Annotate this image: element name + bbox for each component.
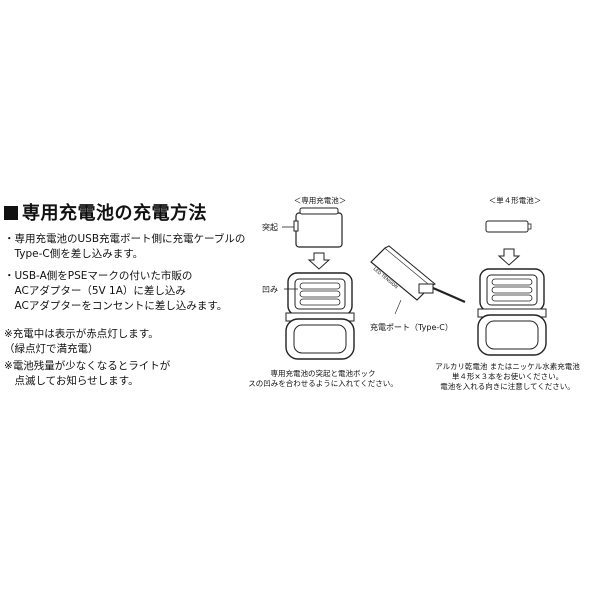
headlamp-battery-box-icon (285, 272, 355, 360)
fig1-caption: 専用充電池の突起と電池ボック スの凹みを合わせるように入れてください。 (248, 369, 398, 389)
note-2: ※電池残量が少なくなるとライトが 点滅してお知らせします。 (4, 359, 170, 389)
headlamp-battery-box-icon (477, 268, 547, 356)
fig1-caption-line-1: 専用充電池の突起と電池ボック (270, 369, 376, 378)
battery-with-cable-icon (370, 245, 466, 304)
fig1-caption-line-2: スの凹みを合わせるように入れてください。 (248, 379, 398, 388)
page-title: 専用充電池の充電方法 (4, 199, 207, 225)
down-arrow-icon (307, 252, 331, 270)
label-charging-port: 充電ポート（Type-C） (370, 323, 453, 332)
fig3-caption: アルカリ乾電池 またはニッケル水素充電池 単４形×３本をお使いください。 電池を… (425, 362, 590, 392)
bullet-2: ・USB-A側をPSEマークの付いた市販の ACアダプター（5V 1A）に差し込… (4, 269, 227, 314)
dedicated-battery-icon (293, 207, 343, 248)
bullet-2-line-2: ACアダプター（5V 1A）に差し込み (4, 285, 186, 297)
bullet-2-line-1: ・USB-A側をPSEマークの付いた市販の (4, 270, 193, 282)
bullet-1-line-1: ・専用充電池のUSB充電ポート側に充電ケーブルの (4, 233, 246, 245)
square-bullet-icon (4, 206, 18, 220)
bullet-1: ・専用充電池のUSB充電ポート側に充電ケーブルの Type-C側を差し込みます。 (4, 232, 245, 262)
label-notch: 凹み (262, 285, 278, 294)
note-1: ※充電中は表示が赤点灯します。 （緑点灯で満充電） (4, 327, 159, 357)
bullet-2-line-3: ACアダプターをコンセントに差し込みます。 (4, 300, 228, 312)
fig3-caption-line-2: 単４形×３本をお使いください。 (451, 372, 564, 381)
note-1-line-2: （緑点灯で満充電） (4, 343, 99, 355)
fig1-header: ＜専用充電池＞ (293, 196, 347, 205)
fig3-caption-line-3: 電池を入れる向きに注意してください。 (440, 382, 575, 391)
fig1-illustration (282, 207, 355, 360)
title-text: 専用充電池の充電方法 (22, 203, 207, 224)
bullet-1-line-2: Type-C側を差し込みます。 (4, 248, 144, 260)
note-1-line-1: ※充電中は表示が赤点灯します。 (4, 328, 159, 340)
fig3-illustration (477, 220, 547, 356)
aaa-battery-icon (485, 220, 532, 233)
fig2-illustration (370, 245, 466, 315)
down-arrow-icon (497, 248, 521, 266)
label-bump: 突起 (262, 223, 278, 232)
fig3-caption-line-1: アルカリ乾電池 またはニッケル水素充電池 (435, 362, 580, 371)
fig3-header: ＜単４形電池＞ (488, 196, 542, 205)
note-2-line-2: 点滅してお知らせします。 (4, 375, 139, 387)
note-2-line-1: ※電池残量が少なくなるとライトが (4, 360, 171, 372)
